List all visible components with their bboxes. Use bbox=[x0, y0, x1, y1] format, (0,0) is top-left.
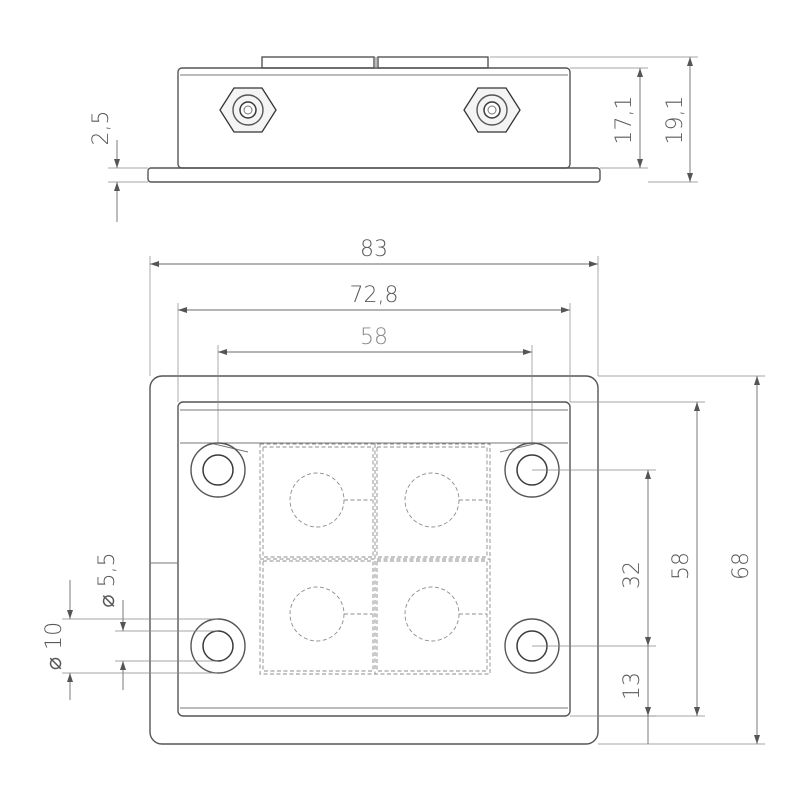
thickness-label: 2,5 bbox=[89, 111, 114, 146]
dim-overall-width: 83 bbox=[149, 237, 599, 376]
cable-entry-block bbox=[259, 443, 491, 675]
dim-small-hole: ⌀ 5,5 bbox=[95, 552, 218, 690]
side-base-plate bbox=[147, 167, 601, 183]
overall-height-label: 68 bbox=[729, 552, 754, 580]
side-view: 2,5 17,1 19,1 bbox=[89, 56, 698, 222]
cable-entry-3 bbox=[289, 586, 345, 642]
overall-width-label: 83 bbox=[360, 237, 388, 262]
mounting-hole-bottom-left bbox=[190, 618, 246, 674]
dim-body-height: 17,1 bbox=[570, 67, 648, 169]
dim-boss: ⌀ 10 bbox=[42, 580, 218, 700]
dim-hole-offset: 13 bbox=[598, 646, 656, 744]
cable-entry-1 bbox=[289, 472, 345, 528]
dim-thickness: 2,5 bbox=[89, 111, 148, 222]
hole-spacing-label: 58 bbox=[360, 325, 388, 350]
boss-label: ⌀ 10 bbox=[42, 622, 67, 670]
body-height-label: 17,1 bbox=[612, 96, 637, 145]
dim-inner-width: 72,8 bbox=[177, 283, 571, 402]
dim-total-height: 19,1 bbox=[490, 56, 698, 183]
dim-overall-height: 68 bbox=[598, 375, 765, 745]
inner-height-label: 58 bbox=[669, 552, 694, 580]
hole-pitch-label: 32 bbox=[620, 561, 645, 589]
total-height-label: 19,1 bbox=[663, 96, 688, 145]
side-nut-right bbox=[463, 87, 521, 133]
cable-entry-2 bbox=[404, 472, 460, 528]
top-view: 83 72,8 58 68 bbox=[42, 237, 765, 745]
hole-offset-label: 13 bbox=[620, 672, 645, 700]
dim-inner-height: 58 bbox=[570, 401, 705, 717]
inner-housing bbox=[177, 401, 571, 717]
side-top-insert-left bbox=[261, 56, 375, 69]
small-hole-label: ⌀ 5,5 bbox=[95, 552, 120, 607]
dim-hole-pitch: 32 bbox=[532, 469, 656, 647]
dim-hole-spacing: 58 bbox=[217, 325, 533, 443]
side-top-insert-right bbox=[377, 56, 489, 69]
outer-flange bbox=[149, 375, 599, 745]
cable-entry-4 bbox=[404, 586, 460, 642]
side-nut-left bbox=[219, 87, 277, 133]
mounting-hole-top-left bbox=[190, 442, 246, 498]
inner-width-label: 72,8 bbox=[350, 283, 399, 308]
